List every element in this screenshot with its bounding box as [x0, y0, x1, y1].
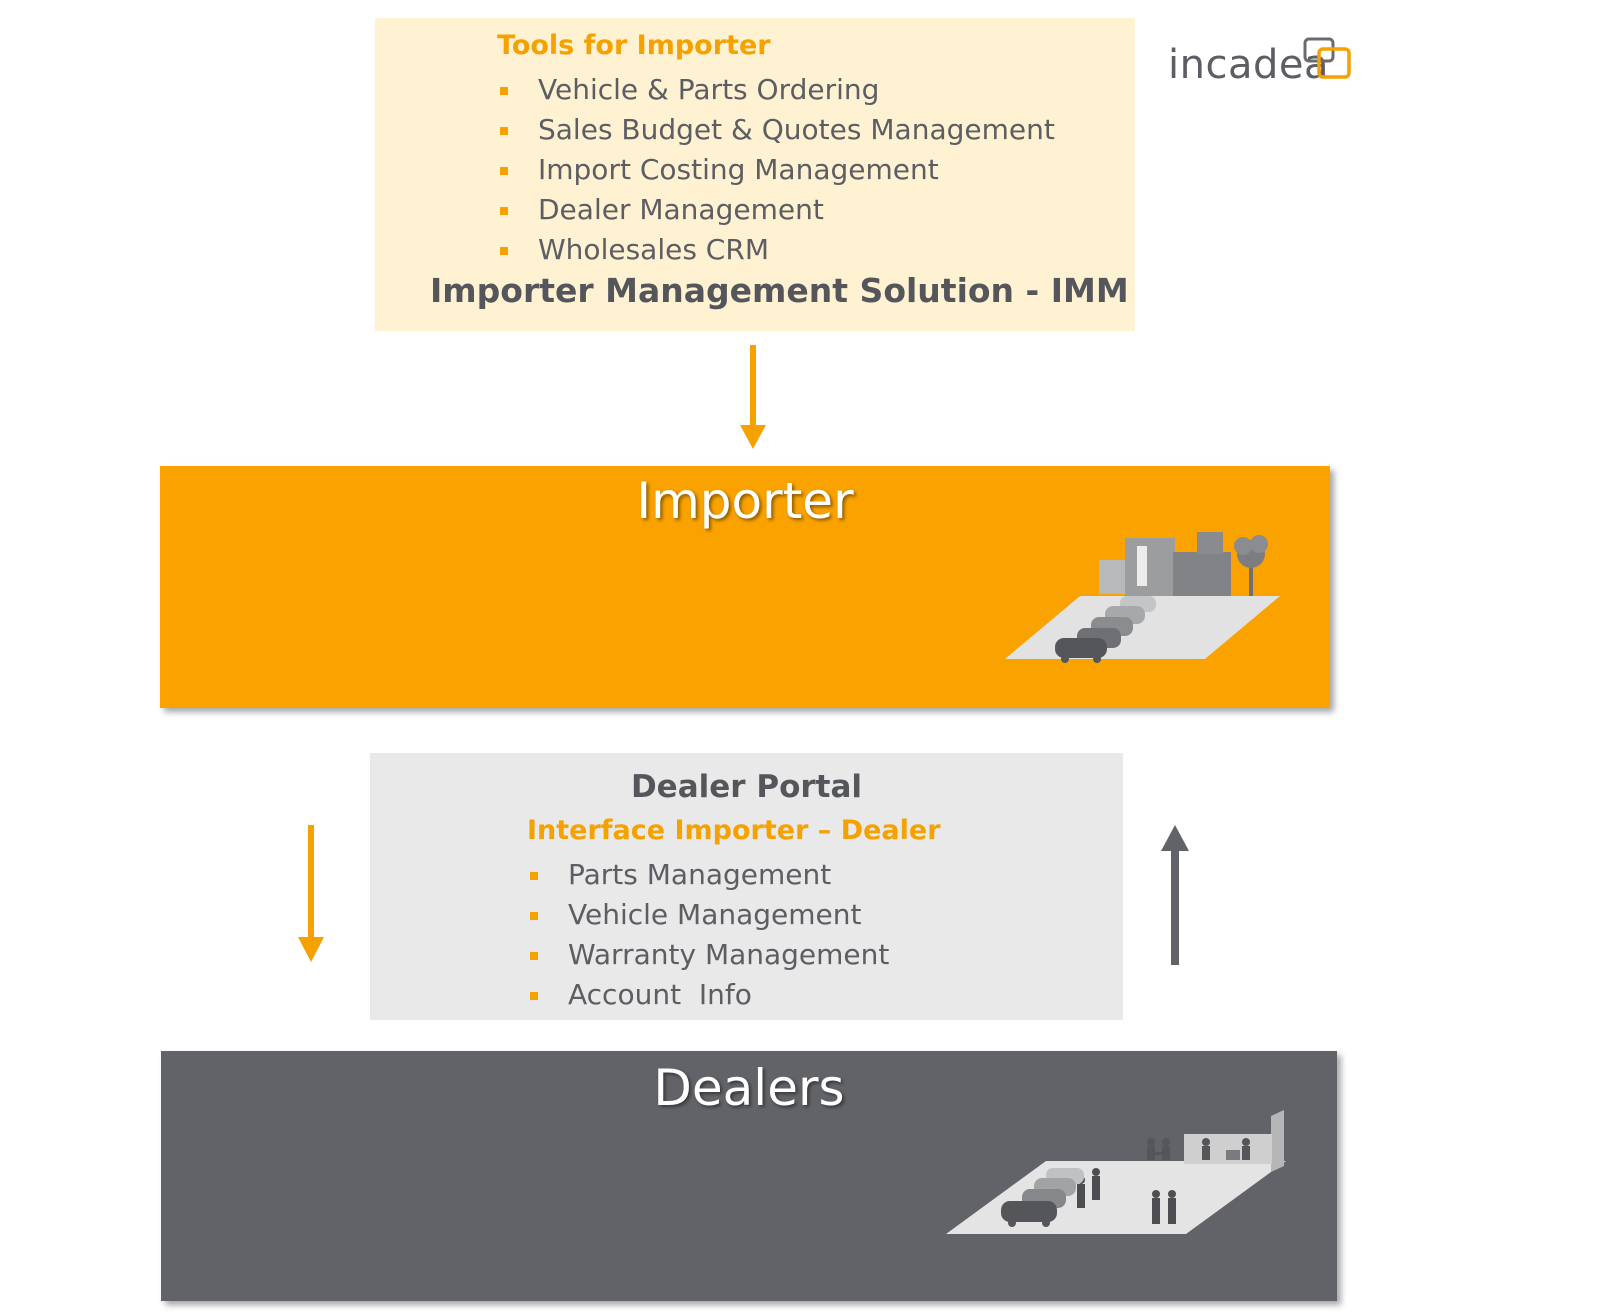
dealers-title: Dealers [653, 1059, 845, 1117]
imm-heading: Tools for Importer [497, 30, 771, 61]
bullet-icon [500, 127, 508, 135]
dealership-icon [946, 1110, 1286, 1234]
list-item: Import Costing Management [500, 150, 1120, 190]
list-item: Wholesales CRM [500, 230, 1120, 270]
dealer-portal-box: Dealer Portal Interface Importer – Deale… [370, 753, 1123, 1020]
bullet-icon [530, 912, 538, 920]
bullet-icon [530, 992, 538, 1000]
imm-tools-box: Tools for Importer Vehicle & Parts Order… [375, 18, 1135, 331]
arrow-up-icon [1161, 825, 1189, 965]
imm-title: Importer Management Solution - IMM [430, 271, 1129, 310]
list-item: Dealer Management [500, 190, 1120, 230]
list-item: Vehicle Management [530, 895, 1090, 935]
portal-features-list: Parts Management Vehicle Management Warr… [530, 855, 1090, 1015]
bullet-icon [500, 87, 508, 95]
importer-bar: Importer [160, 466, 1330, 708]
bullet-icon [530, 872, 538, 880]
bullet-icon [500, 247, 508, 255]
portal-subtitle: Interface Importer – Dealer [527, 815, 941, 846]
arrow-down-icon [740, 345, 766, 449]
dealers-bar: Dealers [161, 1051, 1337, 1301]
list-item: Warranty Management [530, 935, 1090, 975]
logo-text: incadea [1168, 42, 1329, 88]
bullet-icon [500, 167, 508, 175]
bullet-icon [530, 952, 538, 960]
portal-title: Dealer Portal [630, 769, 863, 805]
list-item: Parts Management [530, 855, 1090, 895]
list-item: Account Info [530, 975, 1090, 1015]
incadea-logo: incadea [1160, 37, 1370, 96]
list-item: Sales Budget & Quotes Management [500, 110, 1120, 150]
logo-squares-icon [1303, 37, 1351, 79]
importer-title: Importer [636, 472, 854, 530]
list-item: Vehicle & Parts Ordering [500, 70, 1120, 110]
bullet-icon [500, 207, 508, 215]
imm-tools-list: Vehicle & Parts Ordering Sales Budget & … [500, 70, 1120, 270]
importer-building-icon [1005, 532, 1280, 663]
arrow-down-icon [298, 825, 324, 962]
